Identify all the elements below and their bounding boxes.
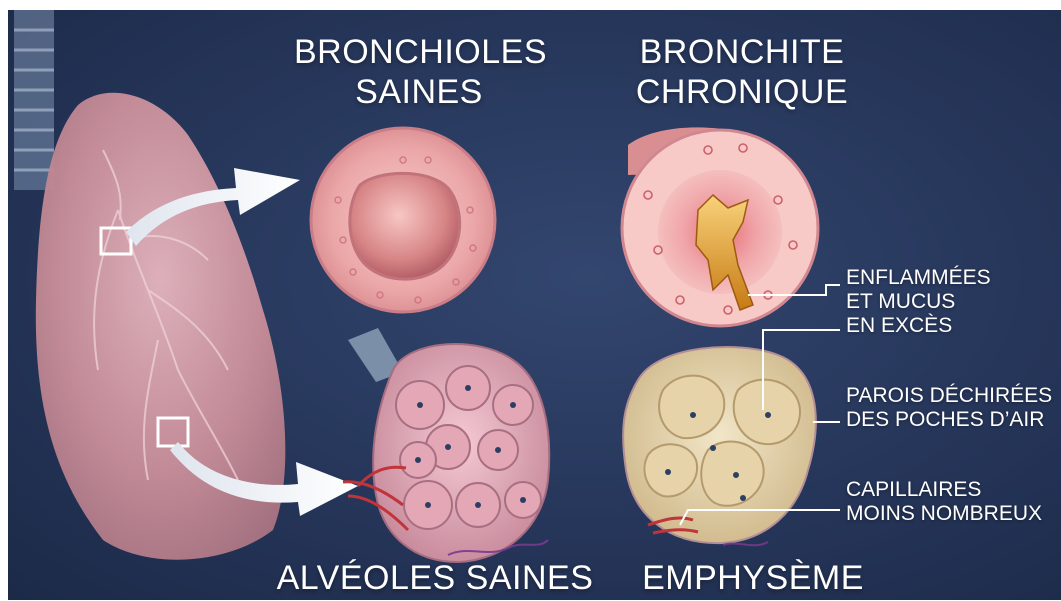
- label-fewer-capillaries: CAPILLAIRES MOINS NOMBREUX: [846, 478, 1042, 526]
- healthy-bronchiole: [311, 128, 495, 312]
- title-chronic-bronchitis: BRONCHITE CHRONIQUE: [632, 32, 852, 112]
- title-emphysema: EMPHYSÈME: [628, 558, 878, 598]
- bronchitis-bronchiole: [622, 127, 818, 326]
- title-healthy-alveoli: ALVÉOLES SAINES: [270, 558, 600, 598]
- healthy-alveoli: [343, 328, 549, 562]
- diagram-canvas: BRONCHIOLES SAINES BRONCHITE CHRONIQUE A…: [8, 10, 1061, 600]
- trachea: [14, 10, 54, 190]
- label-inflamed-mucus: ENFLAMMÉES ET MUCUS EN EXCÈS: [846, 266, 991, 338]
- emphysema-alveoli: [623, 347, 816, 545]
- title-healthy-bronchioles: BRONCHIOLES SAINES: [294, 32, 544, 112]
- label-torn-walls: PAROIS DÉCHIRÉES DES POCHES D’AIR: [846, 384, 1052, 432]
